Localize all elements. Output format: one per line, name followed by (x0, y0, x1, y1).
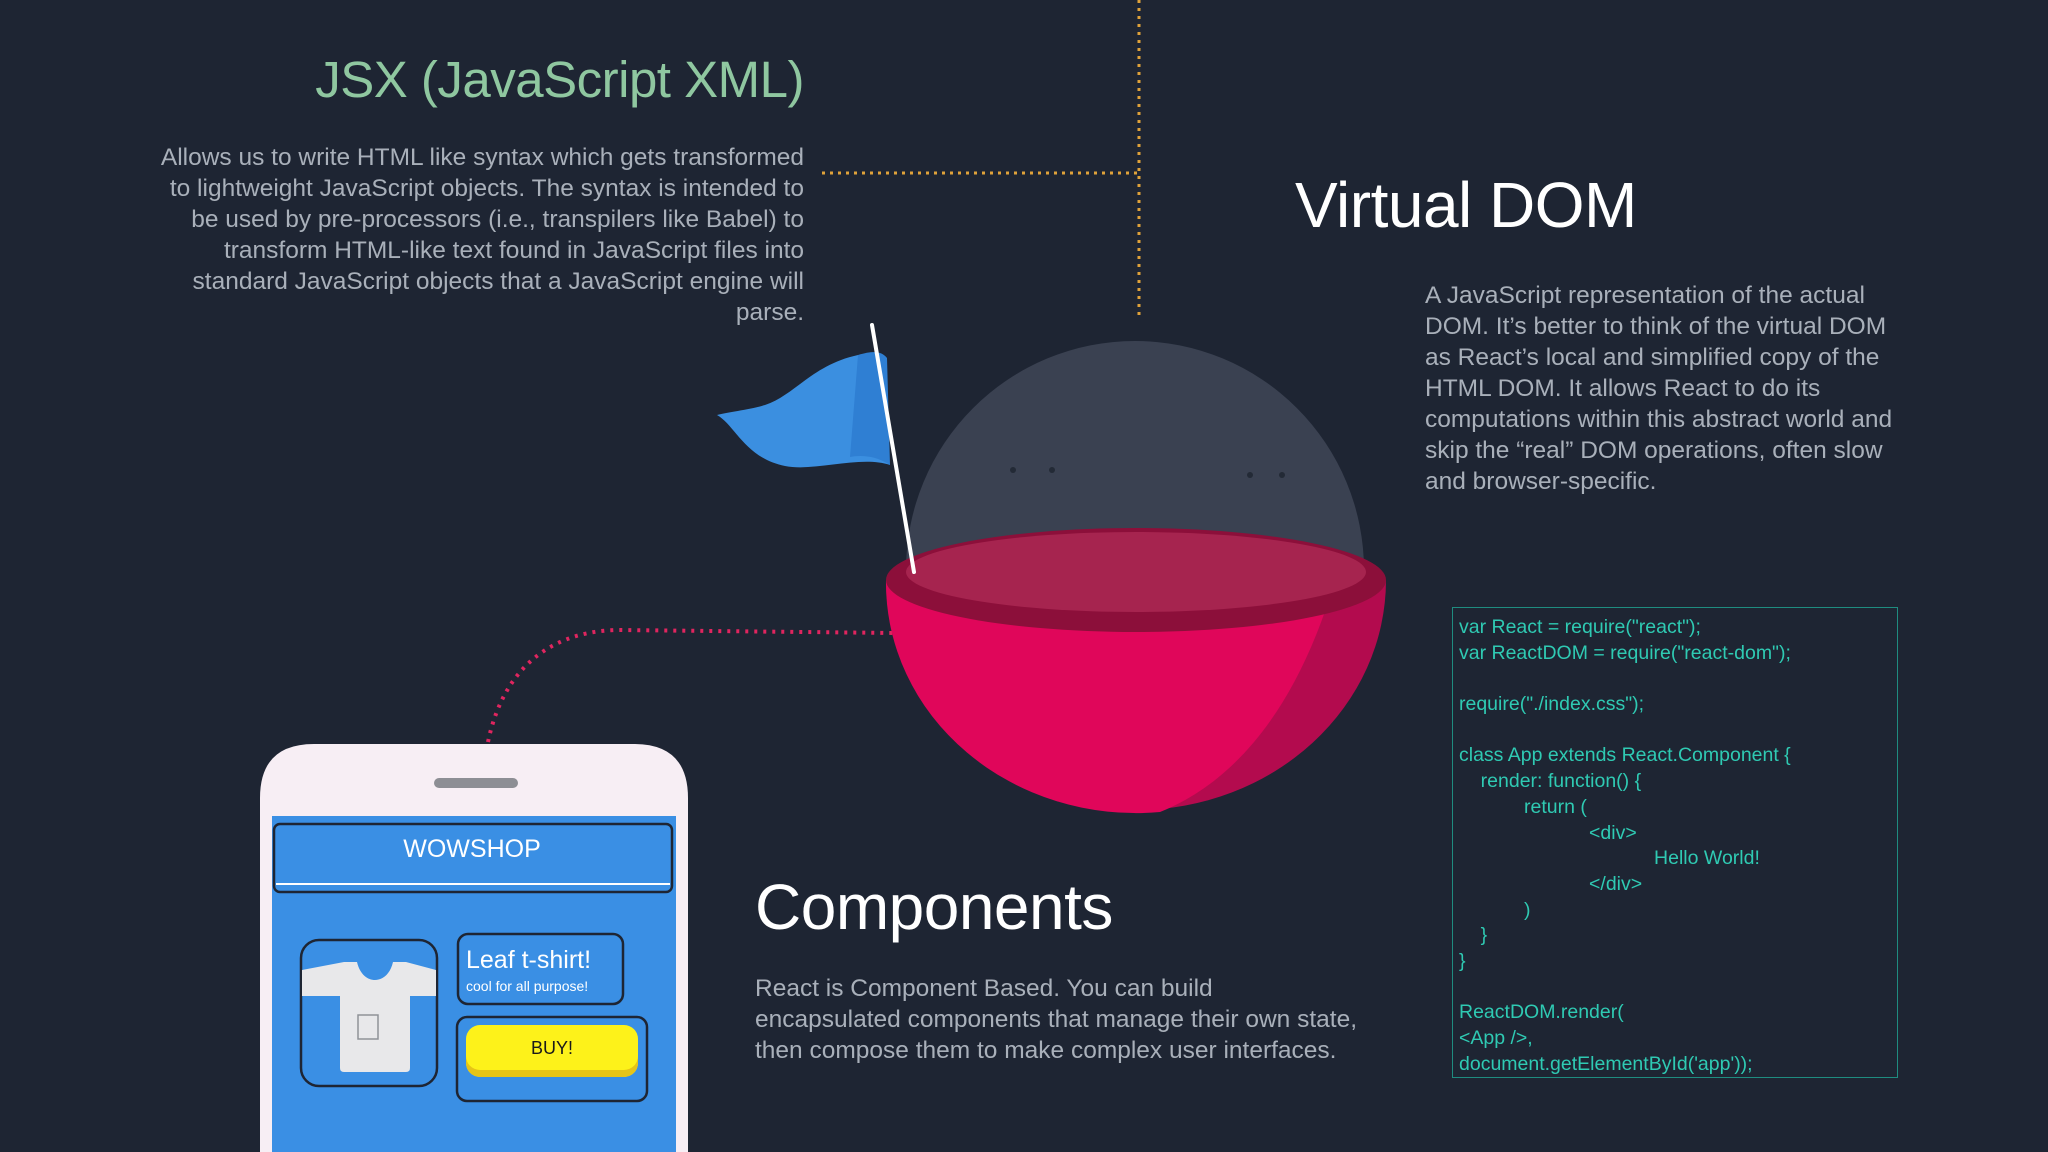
virtual-dom-title: Virtual DOM (1295, 169, 1637, 241)
code-line: render: function() { (1459, 770, 1642, 793)
code-line: require("./index.css"); (1459, 693, 1645, 716)
jsx-line: transform HTML-like text found in JavaSc… (223, 237, 804, 264)
code-line: ) (1459, 898, 1531, 921)
code-line (1459, 666, 1897, 692)
virtual-dom-line: A JavaScript representation of the actua… (1425, 282, 1865, 309)
jsx-title: JSX (JavaScript XML) (315, 51, 804, 108)
buy-button[interactable]: BUY! (466, 1025, 638, 1077)
components-line: then compose them to make complex user i… (755, 1037, 1337, 1064)
jsx-line: parse. (735, 299, 804, 326)
code-line: class App extends React.Component { (1459, 744, 1791, 767)
virtual-dom-line: computations within this abstract world … (1425, 406, 1893, 433)
code-snippet: var React = require("react"); var ReactD… (1452, 607, 1898, 1078)
shop-header-title: WOWSHOP (403, 835, 541, 863)
product-name: Leaf t-shirt! (466, 946, 592, 974)
code-line: } (1459, 924, 1488, 947)
components-title: Components (755, 871, 1113, 943)
code-line: var ReactDOM = require("react-dom"); (1459, 641, 1791, 664)
code-line: document.getElementById('app')); (1459, 1052, 1753, 1075)
code-line: var React = require("react"); (1459, 616, 1701, 638)
jsx-line: be used by pre-processors (i.e., transpi… (191, 206, 804, 233)
code-line: ReactDOM.render( (1459, 1001, 1624, 1024)
virtual-dom-line: DOM. It’s better to think of the virtual… (1425, 313, 1887, 340)
virtual-dom-line: as React’s local and simplified copy of … (1425, 344, 1880, 371)
code-line (1459, 718, 1897, 744)
components-description: React is Component Based. You can build … (755, 973, 1415, 1066)
jsx-connector-line (822, 0, 1141, 318)
flag-illustration (717, 323, 916, 574)
virtual-dom-description: A JavaScript representation of the actua… (1425, 280, 1945, 497)
code-line: return ( (1459, 795, 1587, 818)
code-line: <div> (1459, 821, 1637, 844)
code-line: Hello World! (1459, 847, 1760, 870)
jsx-line: standard JavaScript objects that a JavaS… (192, 268, 804, 295)
component-connector-line (486, 627, 896, 743)
product-subtitle: cool for all purpose! (466, 978, 589, 994)
jsx-description: Allows us to write HTML like syntax whic… (110, 142, 804, 328)
code-line (1459, 975, 1897, 1001)
code-line: } (1459, 949, 1466, 972)
tshirt-icon (302, 962, 436, 1072)
sphere-illustration (885, 341, 1386, 814)
components-line: encapsulated components that manage thei… (755, 1006, 1357, 1033)
jsx-line: to lightweight JavaScript objects. The s… (169, 175, 804, 202)
code-line: </div> (1459, 872, 1643, 895)
jsx-line: Allows us to write HTML like syntax whic… (160, 144, 804, 171)
virtual-dom-line: HTML DOM. It allows React to do its (1425, 375, 1821, 402)
virtual-dom-line: skip the “real” DOM operations, often sl… (1425, 437, 1883, 464)
components-line: React is Component Based. You can build (755, 975, 1213, 1002)
virtual-dom-line: and browser-specific. (1425, 468, 1657, 495)
code-line: <App />, (1459, 1027, 1533, 1049)
